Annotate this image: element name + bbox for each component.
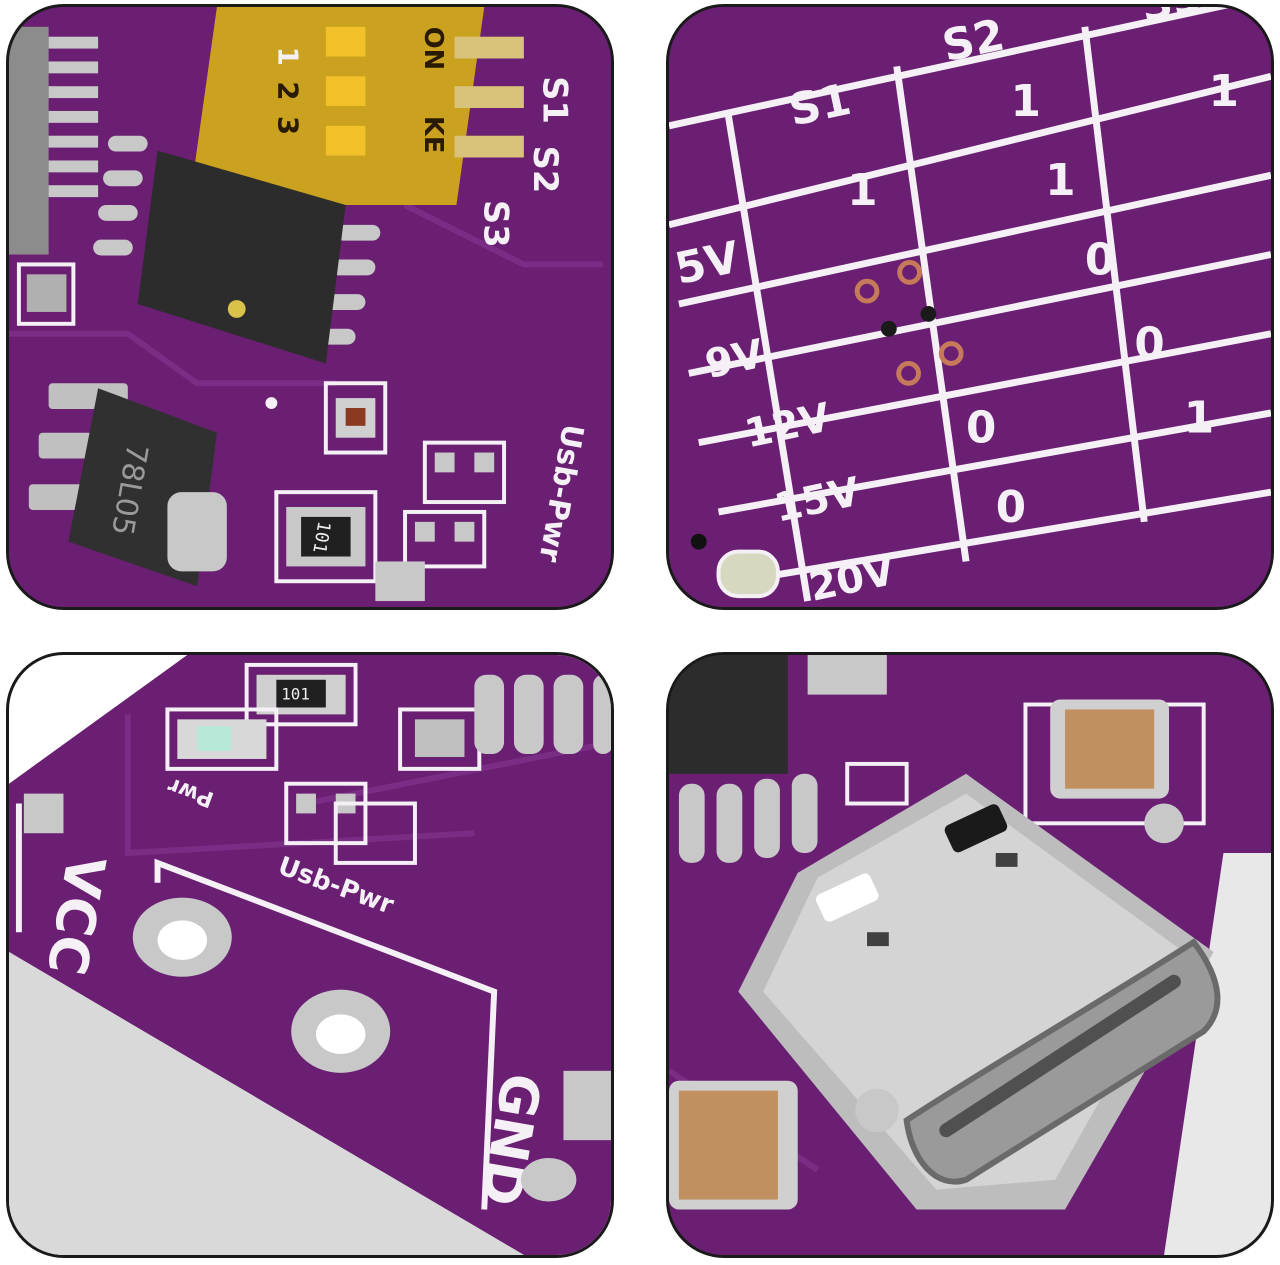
gnd-pad — [291, 989, 391, 1073]
cell-s2-5v: 1 — [1045, 156, 1075, 206]
capacitor-bottom — [669, 1080, 798, 1210]
cell-s2-9v: 0 — [1085, 235, 1115, 285]
pcb-closeup-usb-c — [669, 655, 1271, 1255]
voltage-regulator: 78L05 — [28, 383, 227, 587]
dip-label-on: ON — [418, 27, 448, 70]
dip-num-3: 3 — [271, 116, 304, 135]
cell-s2-12v: 0 — [1134, 319, 1164, 369]
ic-chip — [93, 135, 381, 364]
photo-panel-top-left: 1 2 3 ON KE S1 S2 S3 — [6, 4, 614, 610]
cell-s1-12v: 0 — [966, 404, 996, 454]
silk-s3: S3 — [476, 200, 515, 248]
dip-num-1: 1 — [271, 47, 304, 66]
cell-s1-15v: 0 — [996, 483, 1026, 533]
photo-panel-bottom-right — [666, 652, 1274, 1258]
connector-pins — [9, 26, 99, 255]
solder-pads — [854, 259, 964, 386]
dip-num-2: 2 — [271, 81, 304, 100]
vcc-pad — [132, 897, 232, 977]
voltage-selection-table: S1 S2 S3 1 1 5V 9V 12V 15V 20V 1 0 0 1 0… — [669, 7, 1271, 607]
ic-pins — [474, 674, 611, 755]
pcb-closeup-switch-ic: 1 2 3 ON KE S1 S2 S3 — [9, 7, 611, 607]
top-row-s3: 1 — [1209, 67, 1239, 117]
photo-panel-bottom-left: VCC GND Usb-Pwr 101 Pwr — [6, 652, 614, 1258]
cell-s3-12v: 1 — [1184, 394, 1214, 444]
silk-s1: S1 — [536, 76, 575, 124]
dip-label-ke: KE — [418, 116, 448, 154]
top-row-s2: 1 — [1011, 77, 1041, 127]
pcb-closeup-power-pads: VCC GND Usb-Pwr 101 Pwr — [9, 655, 611, 1255]
silk-s2: S2 — [526, 146, 565, 194]
resistor-marking: 101 — [281, 685, 310, 704]
dip-switch: 1 2 3 ON KE — [189, 7, 524, 206]
capacitor-top — [1023, 699, 1206, 826]
photo-panel-top-right: S1 S2 S3 1 1 5V 9V 12V 15V 20V 1 0 0 1 0… — [666, 4, 1274, 610]
ic-pins — [678, 773, 818, 863]
cell-s1-5v: 1 — [847, 166, 877, 216]
